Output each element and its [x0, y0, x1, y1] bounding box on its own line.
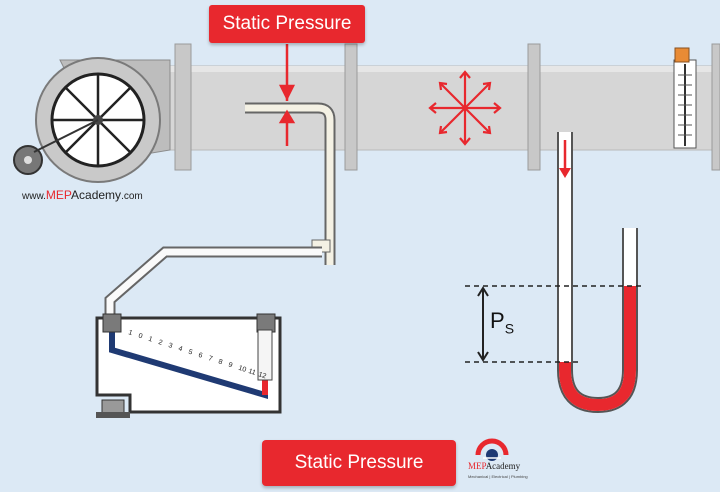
- gauge-scale-label: 4: [177, 345, 183, 353]
- gauge-scale-label: 7: [207, 355, 213, 363]
- duct: [159, 43, 720, 171]
- website-prefix: www.: [22, 191, 46, 202]
- gauge-scale-label: 11: [247, 368, 256, 377]
- gauge-scale-label: 12: [257, 371, 267, 380]
- website-brand-red: MEP: [45, 188, 72, 202]
- gauge-scale-label: 8: [217, 358, 223, 366]
- diagram-title: Static Pressure: [209, 5, 365, 43]
- website-brand-dark: Academy: [71, 188, 122, 202]
- ps-label-main: P: [490, 308, 505, 333]
- bottom-label: Static Pressure: [262, 440, 456, 486]
- gauge-scale-label: 5: [187, 349, 193, 357]
- gauge-scale-label: 2: [157, 339, 163, 347]
- gauge-scale-label: 10: [237, 365, 247, 374]
- gauge-scale-label: 9: [227, 362, 233, 370]
- gauge-scale-label: 6: [197, 352, 203, 360]
- static-probe: [245, 102, 336, 265]
- gauge-scale-label: 0: [137, 332, 143, 340]
- mepacademy-logo-icon: [475, 438, 509, 461]
- fan-blades: [53, 75, 143, 165]
- website-url: www.MEPAcademy.com: [22, 188, 143, 202]
- static-pressure-arrows: [278, 44, 296, 146]
- logo-brand-dark: Academy: [485, 461, 521, 471]
- duct-gauge: [673, 47, 697, 149]
- duct-flange: [174, 43, 720, 171]
- connecting-tube: [104, 246, 322, 322]
- gauge-scale-label: 3: [167, 342, 173, 350]
- ps-label-sub: S: [504, 320, 515, 337]
- u-tube-manometer: [557, 132, 638, 414]
- logo-tagline: Mechanical | Electrical | Plumbing: [468, 474, 528, 479]
- logo-brand-red: MEP: [468, 461, 486, 471]
- fan-housing: [13, 57, 171, 183]
- website-suffix: .com: [121, 191, 143, 202]
- ps-label: PS: [490, 308, 514, 336]
- gauge-scale-label: 1: [147, 336, 153, 344]
- radial-pressure-arrows: [428, 70, 502, 146]
- ps-dimension: [465, 285, 642, 363]
- gauge-scale-label: 1: [127, 329, 133, 337]
- logo-text: MEPAcademy: [468, 461, 520, 471]
